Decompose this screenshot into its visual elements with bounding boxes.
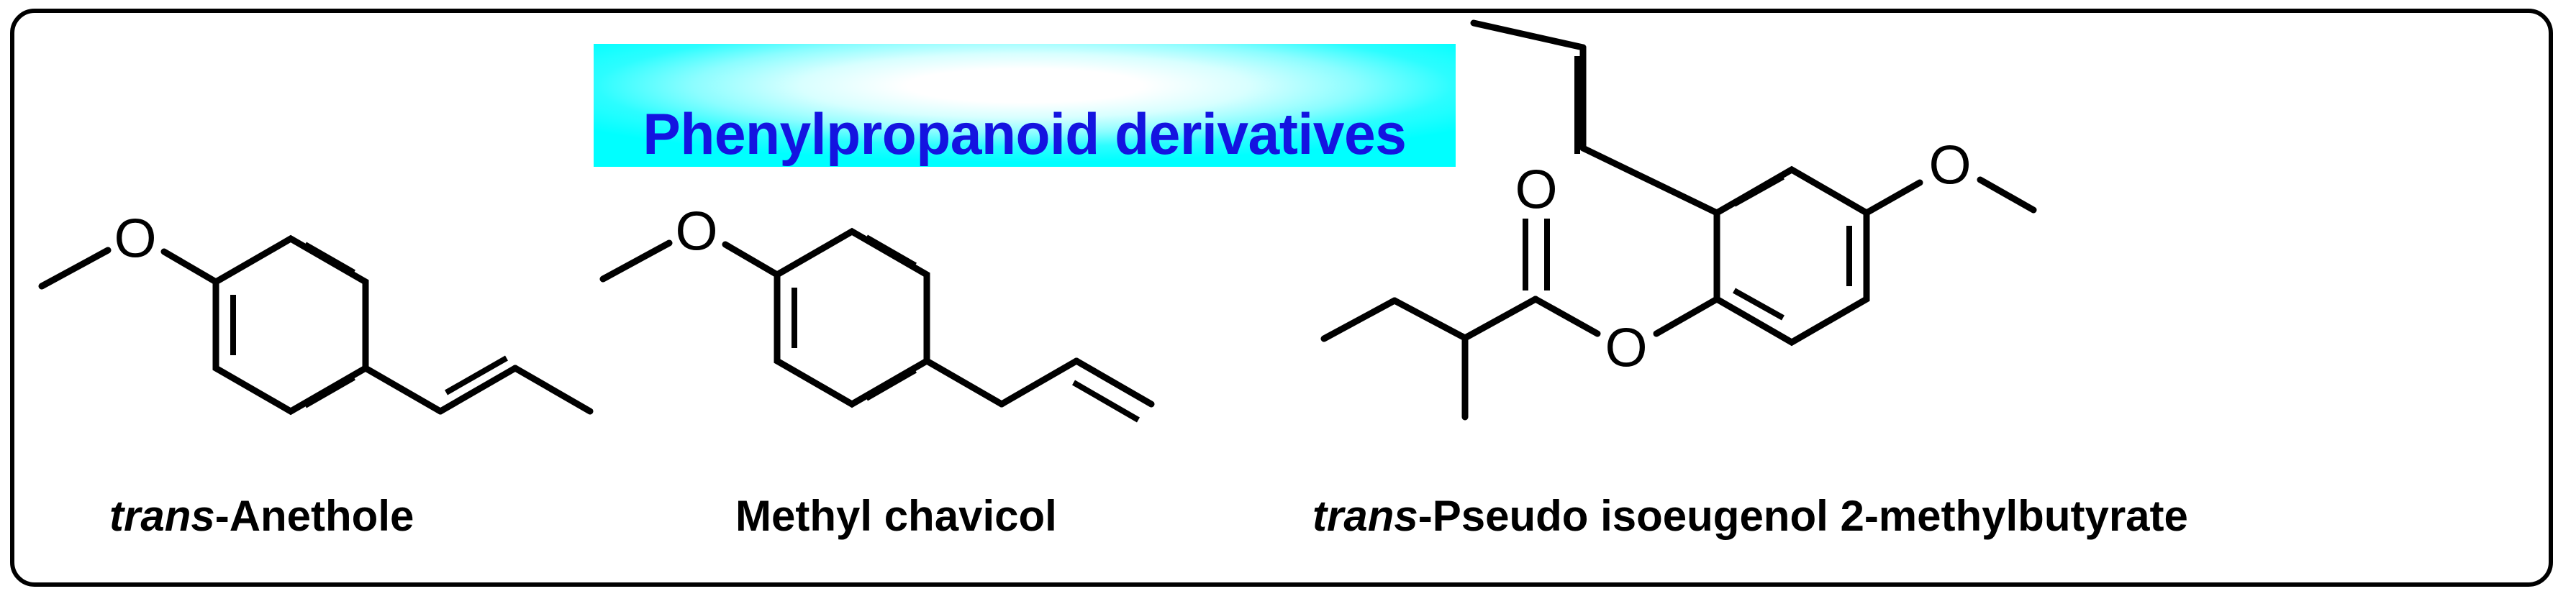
- oxygen-label-methoxy: O: [1928, 135, 1971, 196]
- bond-o-ring: [722, 241, 781, 278]
- bond-terminal-alkene-main: [1073, 357, 1155, 408]
- figure-title: Phenylpropanoid derivatives: [643, 102, 1407, 167]
- caption-1-rest: -Anethole: [214, 492, 414, 540]
- caption-trans-anethole: trans-Anethole: [109, 495, 414, 538]
- structure-methyl-chavicol: O: [590, 173, 1166, 475]
- oxygen-label-methoxy: O: [114, 209, 156, 270]
- trans-anethole-skeleton: O: [38, 209, 594, 416]
- title-banner: Phenylpropanoid derivatives: [594, 44, 1456, 167]
- caption-methyl-chavicol: Methyl chavicol: [735, 495, 1057, 538]
- structure-trans-pseudo-isoeugenol-2-methylbutyrate: O O O: [1310, 13, 2367, 488]
- bond-butyrate-ch3: [1320, 297, 1398, 342]
- ring-inner-bond-3: [865, 367, 917, 401]
- oxygen-label-ester: O: [1605, 318, 1647, 379]
- bond-ring-vinyl: [1579, 145, 1720, 216]
- caption-3-italic: trans: [1312, 492, 1418, 540]
- bond-alpha-carbon: [1461, 296, 1539, 342]
- benzene-ring-outline: [1713, 165, 1870, 347]
- methyl-chavicol-skeleton: O: [599, 201, 1155, 423]
- bond-terminal-alkene-inner: [1071, 380, 1140, 423]
- bond-butyrate-ch2: [1391, 297, 1469, 342]
- oxygen-label-methoxy: O: [675, 201, 717, 262]
- bond-ring-methoxy-o: [1863, 179, 1923, 216]
- bond-methyl-o: [599, 239, 673, 283]
- bond-vinyl-double-main: [437, 365, 519, 415]
- caption-1-italic: trans: [109, 492, 215, 540]
- bond-propenyl-methyl: [1470, 19, 1587, 51]
- bond-methyl-o: [38, 247, 112, 290]
- oxygen-label-carbonyl: O: [1515, 160, 1557, 221]
- pseudo-isoeugenol-skeleton: O O O: [1320, 19, 2037, 421]
- ring-inner-bond-1: [1733, 174, 1784, 207]
- bond-ch2-vinyl: [998, 357, 1080, 408]
- bond-o-ring: [160, 248, 219, 285]
- caption-2-text: Methyl chavicol: [735, 492, 1057, 540]
- caption-3-rest: -Pseudo isoeugenol 2-methylbutyrate: [1418, 492, 2188, 540]
- bond-methoxy-o-methyl: [1977, 176, 2037, 214]
- structure-trans-anethole: O: [29, 173, 604, 475]
- ring-inner-bond-2: [865, 234, 917, 268]
- ring-inner-bond-3: [304, 375, 355, 408]
- ring-inner-bond-2: [1733, 288, 1784, 321]
- bond-vinyl-double-inner: [445, 355, 508, 395]
- bond-c-ester-o: [1532, 296, 1601, 337]
- bond-terminal-methyl: [512, 365, 594, 415]
- ring-inner-bond-2: [304, 242, 355, 275]
- bond-ring-vinyl: [362, 365, 444, 415]
- bond-ring-ch2: [923, 357, 1005, 408]
- caption-pseudo-isoeugenol: trans-Pseudo isoeugenol 2-methylbutyrate: [1312, 495, 2188, 538]
- bond-ester-o-ring: [1653, 296, 1720, 337]
